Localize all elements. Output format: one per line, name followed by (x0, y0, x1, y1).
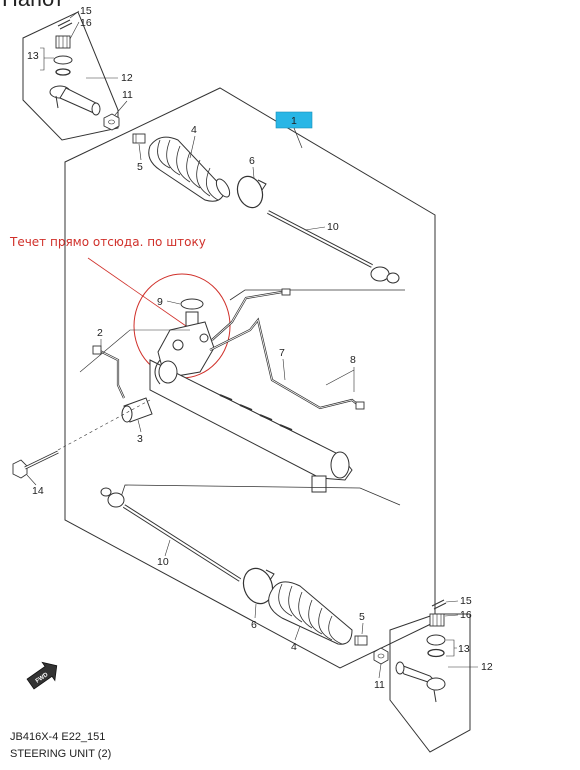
mounting-bolt (12, 450, 59, 479)
part-4-leader-bottom (294, 625, 301, 641)
part-10-leader-top (304, 226, 326, 231)
cotter-pin-top (57, 19, 73, 30)
boot-band-bottom (242, 567, 275, 605)
part-11-leader-bottom (378, 663, 382, 679)
upper-frame-line (229, 289, 405, 301)
part-4-leader-top (189, 135, 196, 159)
lower-frame-line (119, 484, 401, 506)
boot-ring-top (55, 68, 71, 76)
lock-nut-top (103, 113, 120, 131)
tie-rod-end-top (49, 85, 101, 116)
part-13-label-bottom: 13 (458, 643, 470, 655)
part-9-leader (166, 300, 181, 305)
part-7-leader (282, 358, 286, 381)
part-16-leader-bottom (444, 614, 459, 617)
part-15-label-top: 15 (80, 5, 92, 17)
part-9-label: 9 (157, 296, 163, 308)
part-15-leader-top (69, 10, 80, 19)
boot-seal-top (53, 55, 73, 65)
part-14-label: 14 (32, 485, 44, 497)
left-frame-leader (79, 329, 190, 373)
diagram-code: JB416X-4 E22_151 (10, 731, 105, 743)
lock-nut-bottom (373, 647, 389, 665)
part-2-label: 2 (97, 327, 103, 339)
part-5-label-bottom: 5 (359, 611, 365, 623)
part-16-label-top: 16 (80, 17, 92, 29)
tie-rod-top (267, 210, 400, 284)
part-11-label-bottom: 11 (374, 679, 385, 691)
part-6-label-bottom: 6 (251, 619, 257, 631)
assembly-frame (64, 87, 436, 669)
boot-ring-bottom (427, 648, 445, 658)
part-7-label: 7 (279, 347, 285, 359)
part-11-leader-top (114, 100, 128, 116)
tie-rod-end-bottom (395, 661, 446, 703)
castle-nut-top (55, 35, 71, 49)
part-5-leader-top (138, 143, 142, 161)
diagram-title: STEERING UNIT (2) (10, 748, 111, 760)
part-13-bracket-bottom (446, 639, 457, 657)
pipe-part-2 (92, 345, 125, 399)
castle-nut-bottom (429, 613, 445, 627)
part-1-leader (293, 127, 303, 149)
small-clamp-bottom (354, 635, 368, 646)
part-6-label-top: 6 (249, 155, 255, 167)
part-16-leader-top (69, 21, 80, 40)
part-6-leader-bottom (254, 603, 257, 619)
part-11-label-top: 11 (122, 89, 133, 101)
part-10-label-top: 10 (327, 221, 339, 233)
bellows-boot-top (148, 136, 231, 202)
header-fragment: Напот (2, 0, 64, 11)
part-1-label: 1 (291, 115, 297, 127)
bellows-boot-bottom (268, 581, 353, 645)
part-5-label-top: 5 (137, 161, 143, 173)
part-12-label-top: 12 (121, 72, 133, 84)
part-13-bracket-top (40, 47, 54, 71)
leak-annotation-arrow (87, 257, 187, 327)
rack-housing (149, 359, 353, 493)
part-6-leader-top (252, 166, 255, 179)
part-15-label-bottom: 15 (460, 595, 472, 607)
part-10-label-bottom: 10 (157, 556, 169, 568)
part-3-leader (137, 419, 142, 433)
part-8-bracket (325, 367, 355, 392)
part-14-leader (26, 474, 37, 486)
part-3-label: 3 (137, 433, 143, 445)
part-10-leader-bottom (164, 539, 171, 557)
boot-band-top (236, 175, 267, 209)
part-16-label-bottom: 16 (460, 609, 472, 621)
part-4-label-bottom: 4 (291, 641, 297, 653)
small-clamp-top (132, 133, 146, 144)
cotter-pin-bottom (431, 599, 447, 610)
hydraulic-pipes (209, 288, 365, 410)
part-8-label: 8 (350, 354, 356, 366)
part-5-leader-bottom (361, 622, 364, 635)
tie-rod-bottom (100, 487, 242, 582)
leak-annotation-text: Течет прямо отсюда. по штоку (9, 235, 206, 249)
part-13-label-top: 13 (27, 50, 39, 62)
part-15-leader-bottom (445, 600, 459, 603)
mount-bushing (121, 397, 153, 423)
boot-seal-bottom (426, 634, 446, 646)
fwd-arrow-icon: FWD (26, 661, 58, 690)
part-4-label-top: 4 (191, 124, 197, 136)
part-12-label-bottom: 12 (481, 661, 493, 673)
